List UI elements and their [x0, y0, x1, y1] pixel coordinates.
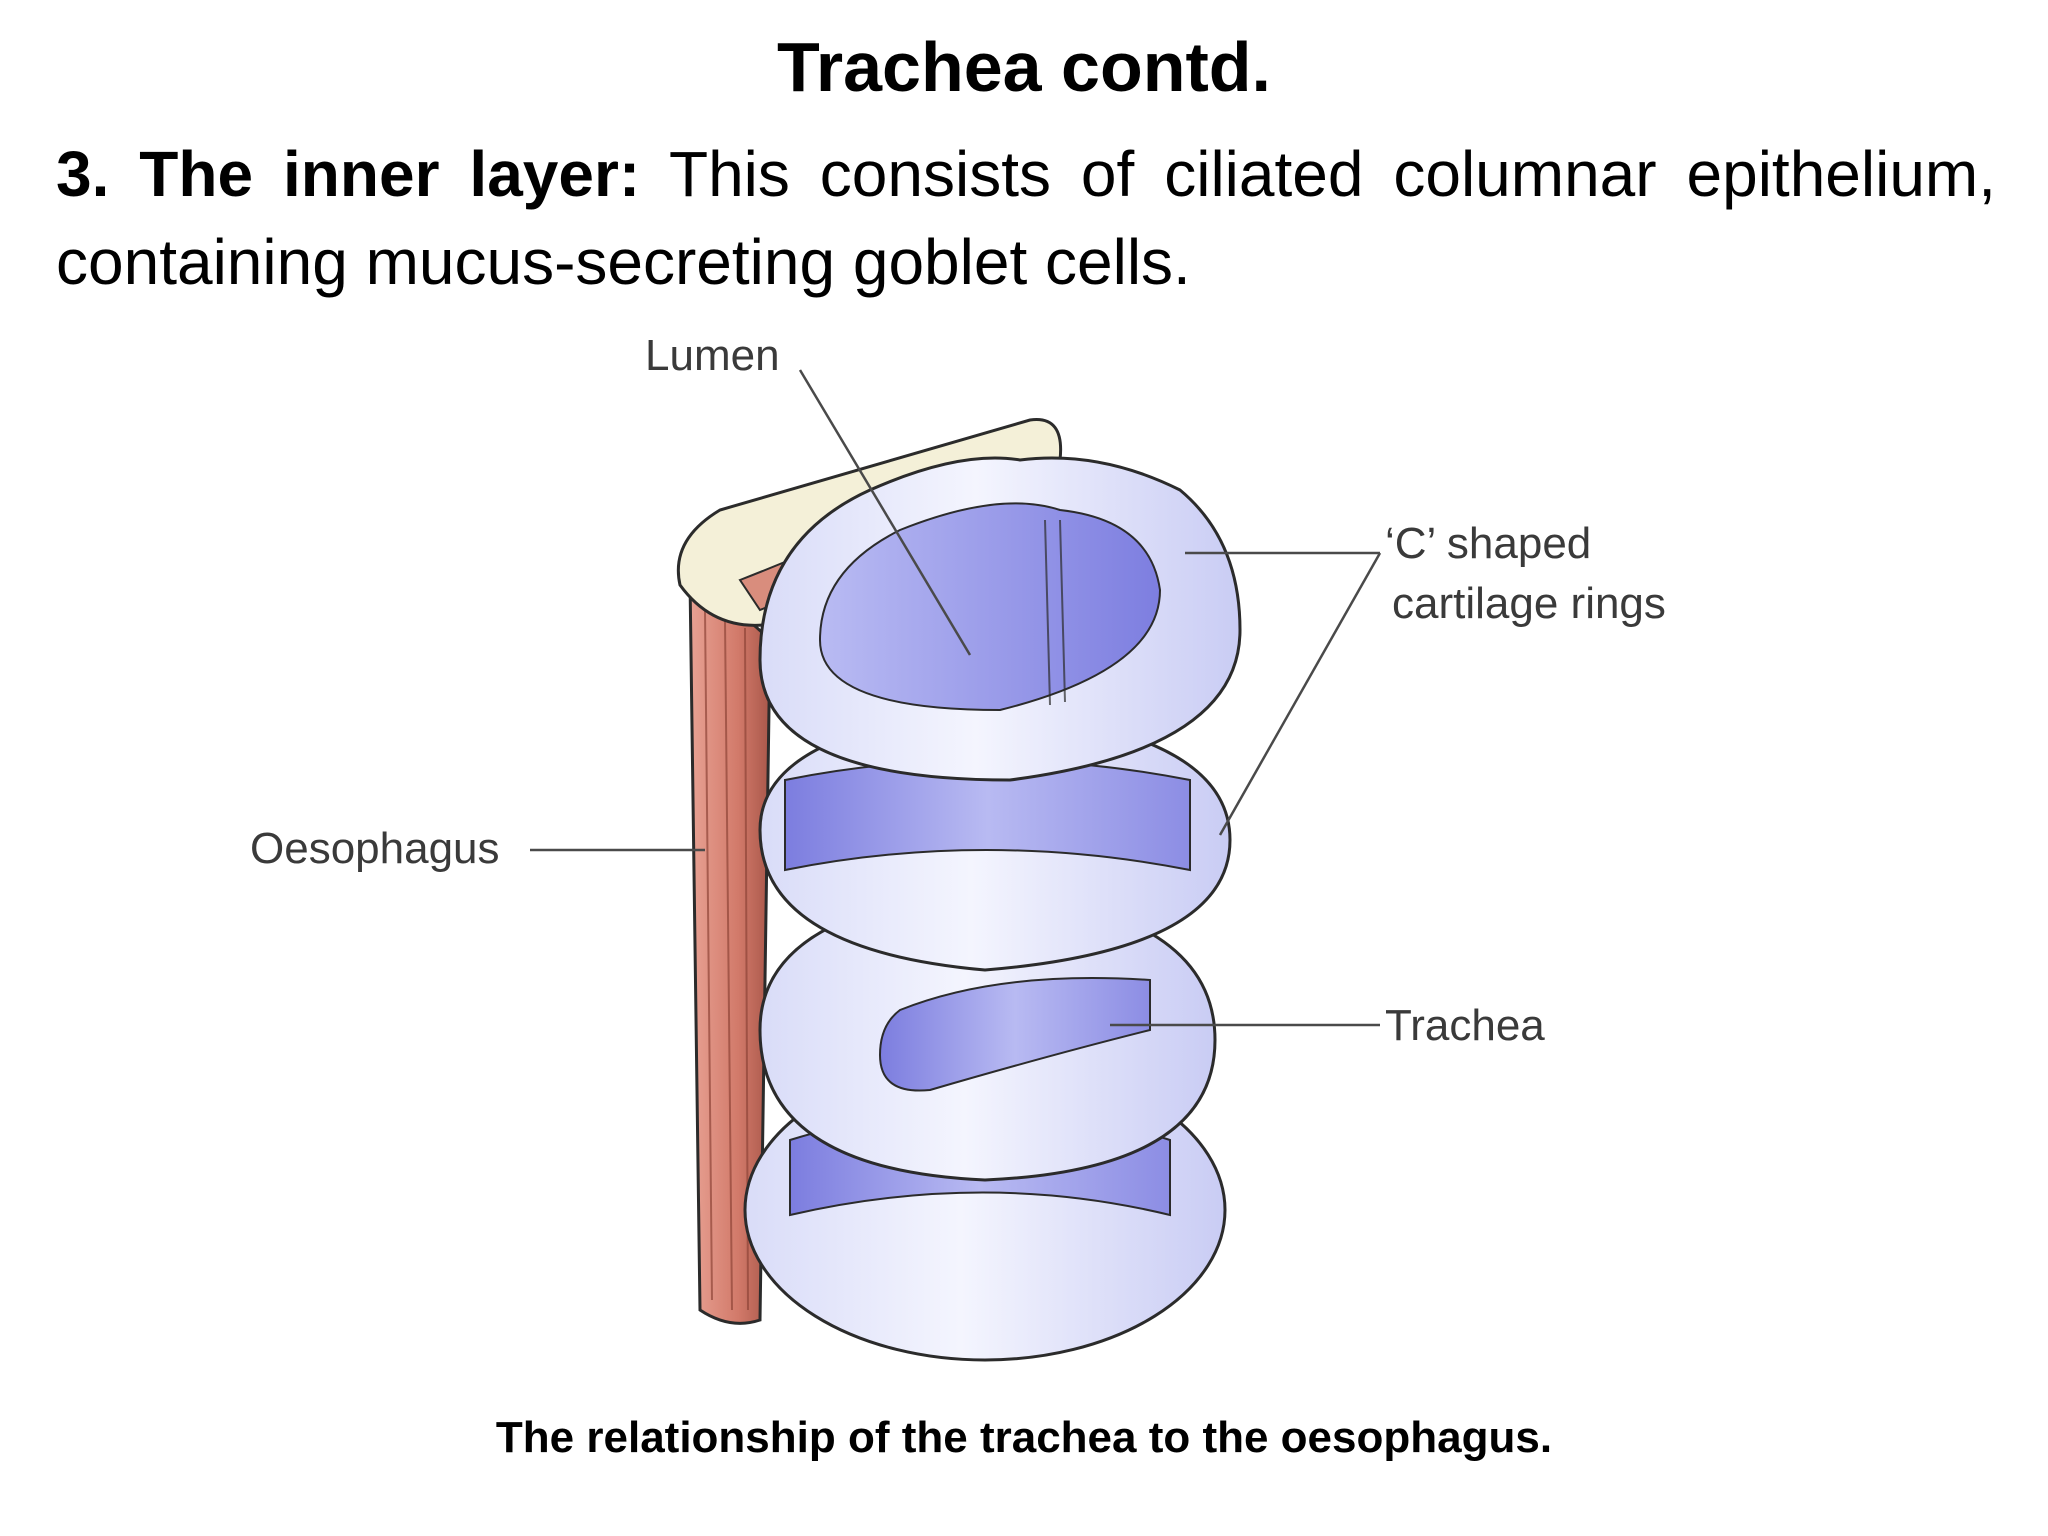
label-oesophagus: Oesophagus: [250, 824, 500, 873]
leader-lumen: [798, 369, 972, 656]
cartilage-ring-3: [758, 888, 1217, 1182]
trachea-oesophagus-diagram: Lumen ‘C’ shaped cartilage rings Oesopha…: [250, 331, 1666, 1362]
slide-title: Trachea contd.: [776, 28, 1272, 106]
leader-cartilage-lower: [1218, 552, 1382, 836]
figure-caption: The relationship of the trachea to the o…: [495, 1413, 1553, 1462]
cartilage-ring-1: [758, 456, 1242, 782]
body-paragraph: 3. The inner layer: This consists of cil…: [56, 130, 1996, 306]
paragraph-body: This consists of ciliated columnar epith…: [56, 138, 1997, 298]
label-cartilage-line2: cartilage rings: [1392, 579, 1666, 628]
paragraph-lead: 3. The inner layer:: [56, 138, 641, 210]
leader-lines: [530, 369, 1382, 1027]
gap-band-2: [878, 977, 1151, 1092]
lumen-shape: [818, 502, 1162, 712]
cartilage-ring-2: [758, 708, 1232, 972]
label-lumen: Lumen: [645, 331, 780, 380]
label-trachea: Trachea: [1385, 1001, 1545, 1050]
trachealis-line: [1044, 519, 1066, 706]
label-cartilage-line1: ‘C’ shaped: [1385, 519, 1591, 568]
